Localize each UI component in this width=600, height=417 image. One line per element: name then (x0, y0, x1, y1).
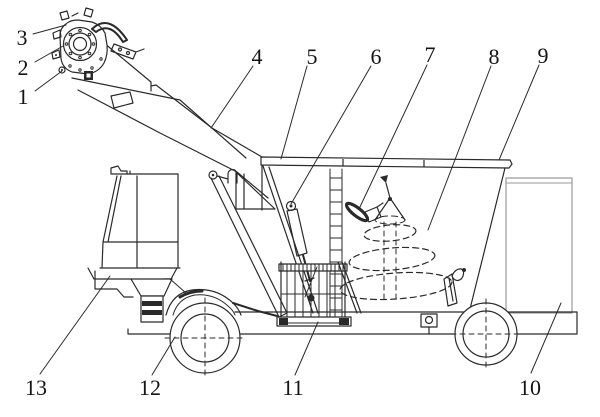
boom-support-leg (210, 175, 288, 318)
part-label-7: 7 (425, 42, 436, 67)
front-wheel (164, 297, 246, 379)
front-ladder (329, 168, 343, 318)
rear-wheel (450, 298, 522, 370)
vertical-auger (339, 175, 453, 301)
part-label-2: 2 (18, 55, 29, 80)
lift-cylinder (285, 200, 315, 282)
part-labels: 1 2 3 4 5 6 7 8 9 10 11 12 13 (17, 25, 549, 400)
boom-head (51, 7, 128, 80)
leader-lines (32, 24, 562, 376)
rear-box (505, 177, 573, 314)
part-label-5: 5 (307, 44, 318, 69)
part-label-10: 10 (519, 375, 541, 400)
part-label-6: 6 (371, 44, 382, 69)
front-bumper (94, 270, 134, 298)
part-label-1: 1 (18, 84, 29, 109)
part-label-3: 3 (17, 25, 28, 50)
part-label-11: 11 (282, 375, 303, 400)
cab-tray (87, 267, 178, 280)
boom-hatch (110, 91, 134, 109)
part-label-12: 12 (139, 375, 161, 400)
mixer-tank (260, 156, 513, 314)
boom-top-bracket (110, 43, 145, 60)
cab (87, 165, 187, 323)
top-clamps (59, 7, 94, 21)
front-cage (276, 261, 362, 327)
deflector-blade (344, 201, 384, 223)
loading-boom (71, 37, 269, 199)
platform-beam (276, 316, 352, 327)
part-label-9: 9 (538, 43, 549, 68)
discharge-funnel (130, 278, 173, 323)
agitator-handle (443, 268, 466, 307)
part-label-13: 13 (25, 375, 47, 400)
part-label-8: 8 (489, 44, 500, 69)
side-knobs (51, 29, 62, 60)
front-fender (165, 288, 278, 317)
chassis (127, 311, 578, 335)
axle-bracket (420, 313, 438, 335)
curved-spout (91, 22, 128, 43)
bolt-circle (64, 28, 103, 72)
part-label-4: 4 (252, 44, 263, 69)
roof-vent (110, 165, 131, 175)
